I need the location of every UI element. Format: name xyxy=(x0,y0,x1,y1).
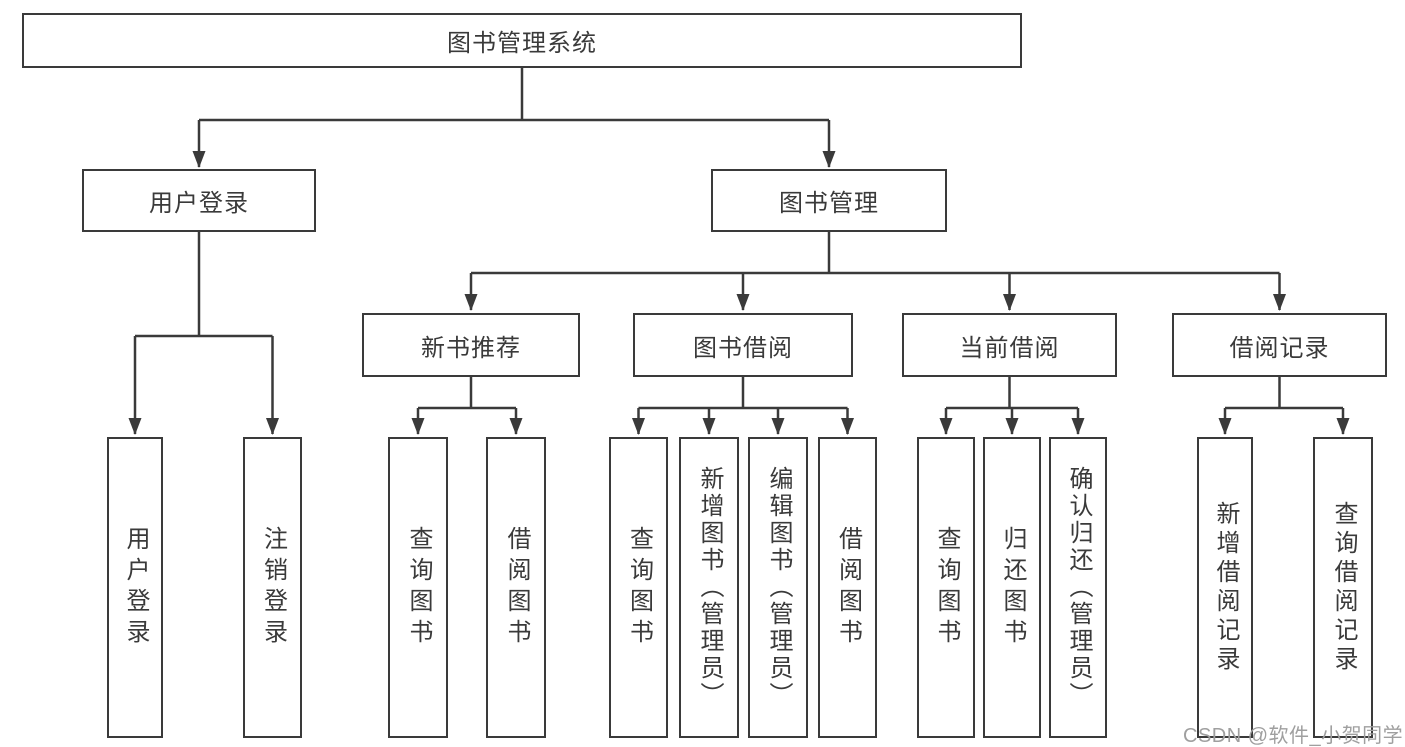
leaf-label: 编辑图书（管理员） xyxy=(765,466,792,709)
node-book-management: 图书管理 xyxy=(711,169,947,232)
leaf-label: 查询借阅记录 xyxy=(1330,500,1357,675)
leaf-query-books-borrowing: 查询图书 xyxy=(609,437,668,738)
leaf-add-book-admin: 新增图书（管理员） xyxy=(679,437,739,738)
leaf-query-books-newbook: 查询图书 xyxy=(388,437,448,738)
leaf-borrow-books-newbook: 借阅图书 xyxy=(486,437,546,738)
leaf-user-login: 用户登录 xyxy=(107,437,163,738)
node-borrowing-records: 借阅记录 xyxy=(1172,313,1387,377)
leaf-label: 用户登录 xyxy=(122,525,149,650)
leaf-label: 新增图书（管理员） xyxy=(696,466,723,709)
leaf-label: 新增借阅记录 xyxy=(1212,500,1239,675)
leaf-label: 确认归还（管理员） xyxy=(1065,466,1092,709)
leaf-label: 查询图书 xyxy=(625,525,653,650)
leaf-confirm-return-admin: 确认归还（管理员） xyxy=(1049,437,1107,738)
leaf-label: 注销登录 xyxy=(259,525,287,650)
node-root: 图书管理系统 xyxy=(22,13,1022,68)
leaf-label: 归还图书 xyxy=(999,525,1026,650)
csdn-watermark: CSDN @软件_小贺同学 xyxy=(1183,725,1404,747)
leaf-label: 查询图书 xyxy=(405,525,432,650)
node-new-book-recommend: 新书推荐 xyxy=(362,313,580,377)
leaf-query-books-current: 查询图书 xyxy=(917,437,975,738)
leaf-borrow-books-borrowing: 借阅图书 xyxy=(818,437,877,738)
leaf-return-book: 归还图书 xyxy=(983,437,1041,738)
leaf-add-borrow-record: 新增借阅记录 xyxy=(1197,437,1253,738)
node-book-borrowing: 图书借阅 xyxy=(633,313,853,377)
leaf-logout: 注销登录 xyxy=(243,437,302,738)
node-user-login: 用户登录 xyxy=(82,169,316,232)
leaf-query-borrow-record: 查询借阅记录 xyxy=(1313,437,1373,738)
node-current-borrowing: 当前借阅 xyxy=(902,313,1117,377)
leaf-label: 借阅图书 xyxy=(503,525,530,650)
leaf-edit-book-admin: 编辑图书（管理员） xyxy=(748,437,808,738)
leaf-label: 查询图书 xyxy=(933,525,960,650)
leaf-label: 借阅图书 xyxy=(834,525,862,650)
